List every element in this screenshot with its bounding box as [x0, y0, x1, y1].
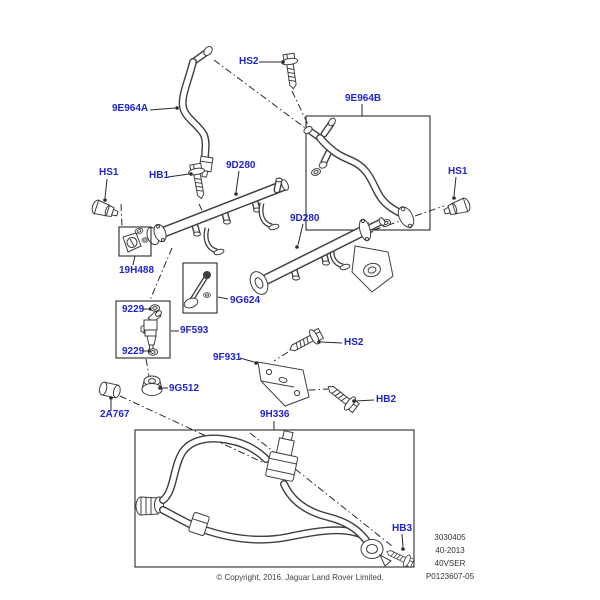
part-label-hs1-left[interactable]: HS1	[99, 167, 119, 178]
stud-9g624	[183, 271, 211, 309]
fuel-rail-9d280-upper	[134, 177, 289, 256]
plate-line-4: P0123607-05	[425, 572, 475, 581]
callout-box-9f593	[115, 300, 171, 359]
part-label-hb3[interactable]: HB3	[392, 523, 413, 534]
part-label-9f931[interactable]: 9F931	[213, 352, 242, 363]
hose-assembly-9h336	[135, 430, 392, 567]
grommet-9g512	[141, 375, 163, 396]
part-label-hb2[interactable]: HB2	[376, 394, 397, 405]
o-ring-upper-9229	[149, 304, 161, 312]
part-label-9g624[interactable]: 9G624	[230, 295, 261, 306]
part-label-9d280-upper[interactable]: 9D280	[226, 160, 256, 171]
bolt-hb2	[322, 379, 362, 415]
sensor-hs1-right	[441, 196, 472, 219]
copyright-notice: © Copyright, 2016. Jaguar Land Rover Lim…	[216, 573, 384, 582]
part-label-hs1-right[interactable]: HS1	[448, 166, 468, 177]
bracket-9f931	[257, 361, 310, 407]
hose-clamp	[188, 512, 210, 536]
bushing-2a767	[98, 381, 121, 399]
part-label-9d280-lower[interactable]: 9D280	[290, 213, 320, 224]
part-label-hs2-top[interactable]: HS2	[239, 56, 259, 67]
part-label-9g512[interactable]: 9G512	[169, 383, 200, 394]
plate-line-2: 40-2013	[435, 546, 465, 555]
part-label-9229-bottom[interactable]: 9229	[122, 346, 145, 357]
part-label-hb1[interactable]: HB1	[149, 170, 170, 181]
o-ring	[203, 292, 211, 298]
fuel-hose-9e964b	[303, 117, 415, 229]
sensor-hs1-left	[90, 198, 121, 221]
fuel-rail-9d280-lower	[249, 217, 394, 295]
clip-19h488	[122, 232, 149, 253]
part-label-9229-top[interactable]: 9229	[122, 304, 145, 315]
o-ring	[141, 237, 149, 243]
fuel-injector-9f593	[140, 304, 162, 356]
o-ring	[310, 166, 322, 178]
part-label-9h336[interactable]: 9H336	[260, 409, 290, 420]
part-label-9e964a[interactable]: 9E964A	[112, 103, 149, 114]
bolt-hs2-top	[280, 52, 302, 91]
part-label-9e964b[interactable]: 9E964B	[345, 93, 382, 104]
fuel-hose-9e964a	[178, 46, 214, 178]
part-label-hs2-right[interactable]: HS2	[344, 337, 364, 348]
drawing-info-plate: 3030405 40-2013 40VSER P0123607-05	[405, 531, 495, 583]
end-canister	[360, 539, 392, 567]
plate-line-3: 40VSER	[434, 559, 466, 568]
callout-box-9g624	[182, 262, 218, 314]
solenoid-valve	[265, 430, 299, 482]
leader-lines	[103, 60, 457, 551]
part-label-19h488[interactable]: 19H488	[119, 265, 155, 276]
plate-line-1: 3030405	[434, 533, 466, 542]
part-label-2a767[interactable]: 2A767	[100, 409, 130, 420]
part-label-9f593[interactable]: 9F593	[180, 325, 209, 336]
